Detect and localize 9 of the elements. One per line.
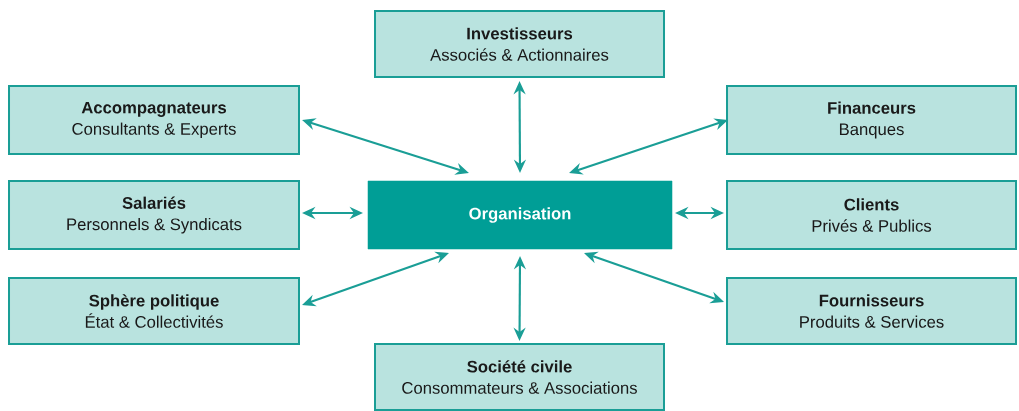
stakeholder-box: Société civile Consommateurs & Associations [374,343,665,411]
stakeholder-box: Sphère politique État & Collectivités [8,277,300,345]
stakeholder-box: Clients Privés & Publics [726,180,1017,250]
stakeholder-box: Fournisseurs Produits & Services [726,277,1017,345]
stakeholder-box: Accompagnateurs Consultants & Experts [8,85,300,155]
stakeholder-box: Financeurs Banques [726,85,1017,155]
center-box: Organisation [367,180,673,250]
stakeholder-box: Investisseurs Associés & Actionnaires [374,10,665,78]
stakeholder-box: Salariés Personnels & Syndicats [8,180,300,250]
